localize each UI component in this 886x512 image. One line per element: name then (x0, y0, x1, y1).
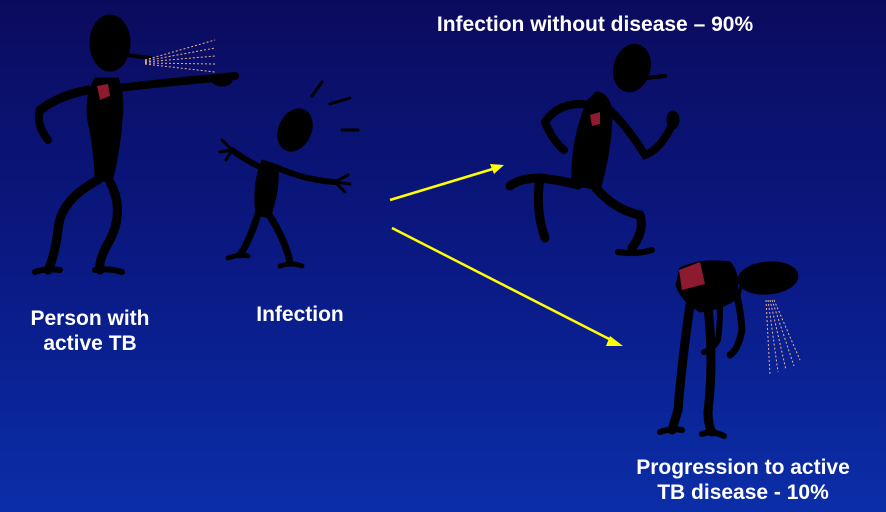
person-with-active-tb-label: Person with active TB (2, 306, 178, 356)
cough-spray (145, 40, 215, 72)
running-person-icon (510, 40, 679, 253)
arrow-to-progression (392, 228, 623, 346)
person-label-line2: active TB (2, 331, 178, 356)
coughing-person-icon (35, 15, 235, 272)
sick-person-icon (660, 259, 799, 436)
person-label-line1: Person with (2, 306, 178, 331)
infection-text: Infection (256, 303, 344, 326)
progression-label-line2: TB disease - 10% (598, 480, 886, 505)
sick-cough-spray (766, 300, 800, 375)
progression-label-line1: Progression to active (598, 455, 886, 480)
infection-without-disease-text: Infection without disease – 90% (437, 13, 753, 36)
arrow-to-infection-without-disease (390, 164, 504, 200)
progression-label: Progression to active TB disease - 10% (598, 455, 886, 505)
infection-label: Infection (235, 302, 365, 327)
infected-person-icon (220, 82, 358, 266)
infection-without-disease-label: Infection without disease – 90% (390, 12, 800, 37)
